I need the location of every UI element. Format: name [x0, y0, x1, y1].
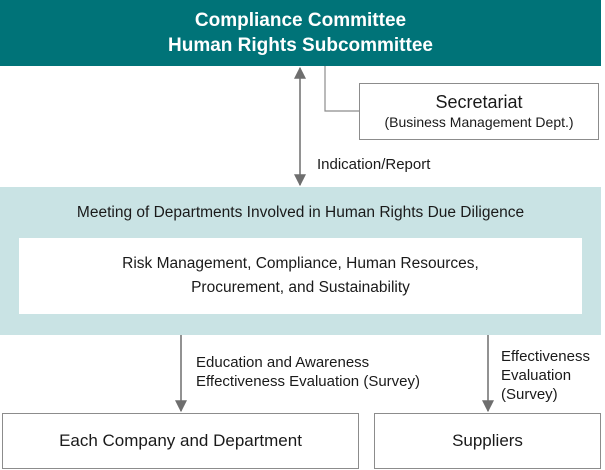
- education-label-line-1: Education and Awareness: [196, 354, 370, 371]
- indication-report-label: Indication/Report: [317, 156, 431, 173]
- departments-line-1: Risk Management, Compliance, Human Resou…: [122, 255, 479, 272]
- education-label: Education and Awareness Effectiveness Ev…: [196, 353, 420, 391]
- secretariat-connector: [324, 66, 359, 112]
- committee-title: Compliance Committee: [194, 10, 407, 31]
- committee-box: Compliance Committee Human Rights Subcom…: [0, 0, 601, 66]
- supplier-label-line-2: Evaluation: [501, 367, 572, 384]
- secretariat-subtitle: (Business Management Dept.): [384, 114, 574, 130]
- education-label-line-2: Effectiveness Evaluation (Survey): [196, 373, 420, 390]
- supplier-evaluation-label: Effectiveness Evaluation (Survey): [501, 347, 590, 404]
- departments-line-2: Procurement, and Sustainability: [191, 279, 410, 296]
- suppliers-box: Suppliers: [374, 413, 601, 469]
- company-department-label: Each Company and Department: [59, 431, 302, 450]
- secretariat-title: Secretariat: [435, 92, 523, 112]
- supplier-label-line-3: (Survey): [501, 386, 558, 403]
- company-department-box: Each Company and Department: [2, 413, 359, 469]
- meeting-title: Meeting of Departments Involved in Human…: [76, 204, 525, 221]
- secretariat-box: Secretariat (Business Management Dept.): [359, 83, 599, 140]
- supplier-label-line-1: Effectiveness: [501, 348, 590, 365]
- suppliers-label: Suppliers: [452, 431, 523, 450]
- departments-box: Risk Management, Compliance, Human Resou…: [19, 238, 582, 314]
- subcommittee-title: Human Rights Subcommittee: [168, 35, 433, 56]
